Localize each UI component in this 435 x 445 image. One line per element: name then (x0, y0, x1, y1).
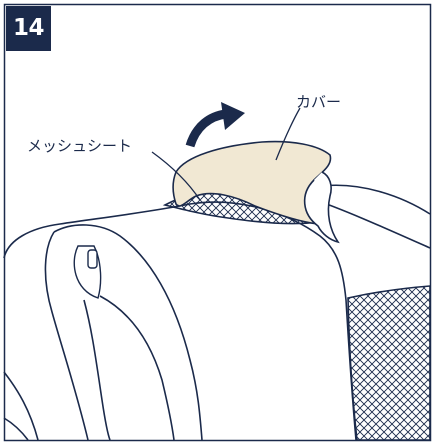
belt-slot (88, 250, 97, 268)
seat-shell-top-edge (322, 185, 430, 214)
base-lower-edge (4, 418, 28, 440)
base-edge (4, 372, 38, 440)
lift-arrow-head (221, 102, 245, 130)
side-wing-outline (54, 225, 202, 440)
inner-channel-right (100, 296, 174, 440)
side-mesh-panel (348, 286, 430, 440)
side-wing-front-edge (45, 232, 88, 440)
step-number-badge: 14 (6, 6, 51, 51)
lift-arrow-shaft (190, 114, 226, 146)
cover-label: カバー (296, 93, 341, 111)
inner-channel-left (84, 300, 110, 440)
mesh-sheet-label: メッシュシート (27, 137, 132, 155)
seat-back-outline (4, 202, 356, 440)
